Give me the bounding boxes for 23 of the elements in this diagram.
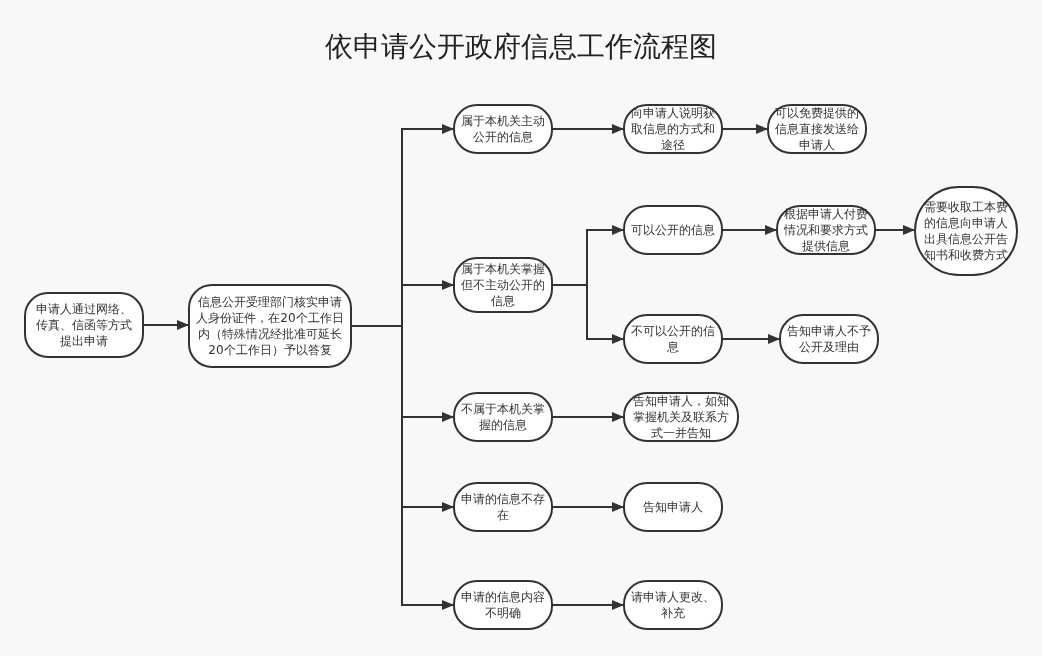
process-box: 申请的信息内容不明确 — [453, 580, 553, 630]
process-box: 属于本机关掌握但不主动公开的信息 — [453, 257, 553, 313]
process-box: 申请人通过网络、传真、信函等方式提出申请 — [24, 292, 144, 358]
arrow — [143, 320, 189, 330]
arrow — [552, 284, 624, 344]
process-box: 告知申请人，如知掌握机关及联系方式一并告知 — [623, 392, 739, 442]
process-box: 不可以公开的信息 — [623, 314, 723, 364]
title: 依申请公开政府信息工作流程图 — [324, 29, 718, 65]
arrow — [875, 225, 915, 235]
process-box: 申请的信息不存在 — [453, 482, 553, 532]
arrow — [552, 412, 624, 422]
arrow — [722, 124, 768, 134]
arrow — [722, 225, 777, 235]
process-box: 请申请人更改、补充 — [623, 580, 723, 630]
process-box: 可以公开的信息 — [623, 205, 723, 255]
process-box: 不属于本机关掌握的信息 — [453, 392, 553, 442]
arrow — [552, 124, 624, 134]
process-box: 属于本机关主动公开的信息 — [453, 104, 553, 154]
arrow — [722, 334, 780, 344]
arrow — [552, 600, 624, 610]
process-box: 信息公开受理部门核实申请人身份证件，在20个工作日内（特殊情况经批准可延长20个工作日）予以答复 — [188, 284, 352, 368]
process-box: 告知申请人 — [623, 482, 723, 532]
process-box: 告知申请人不予公开及理由 — [779, 314, 879, 364]
